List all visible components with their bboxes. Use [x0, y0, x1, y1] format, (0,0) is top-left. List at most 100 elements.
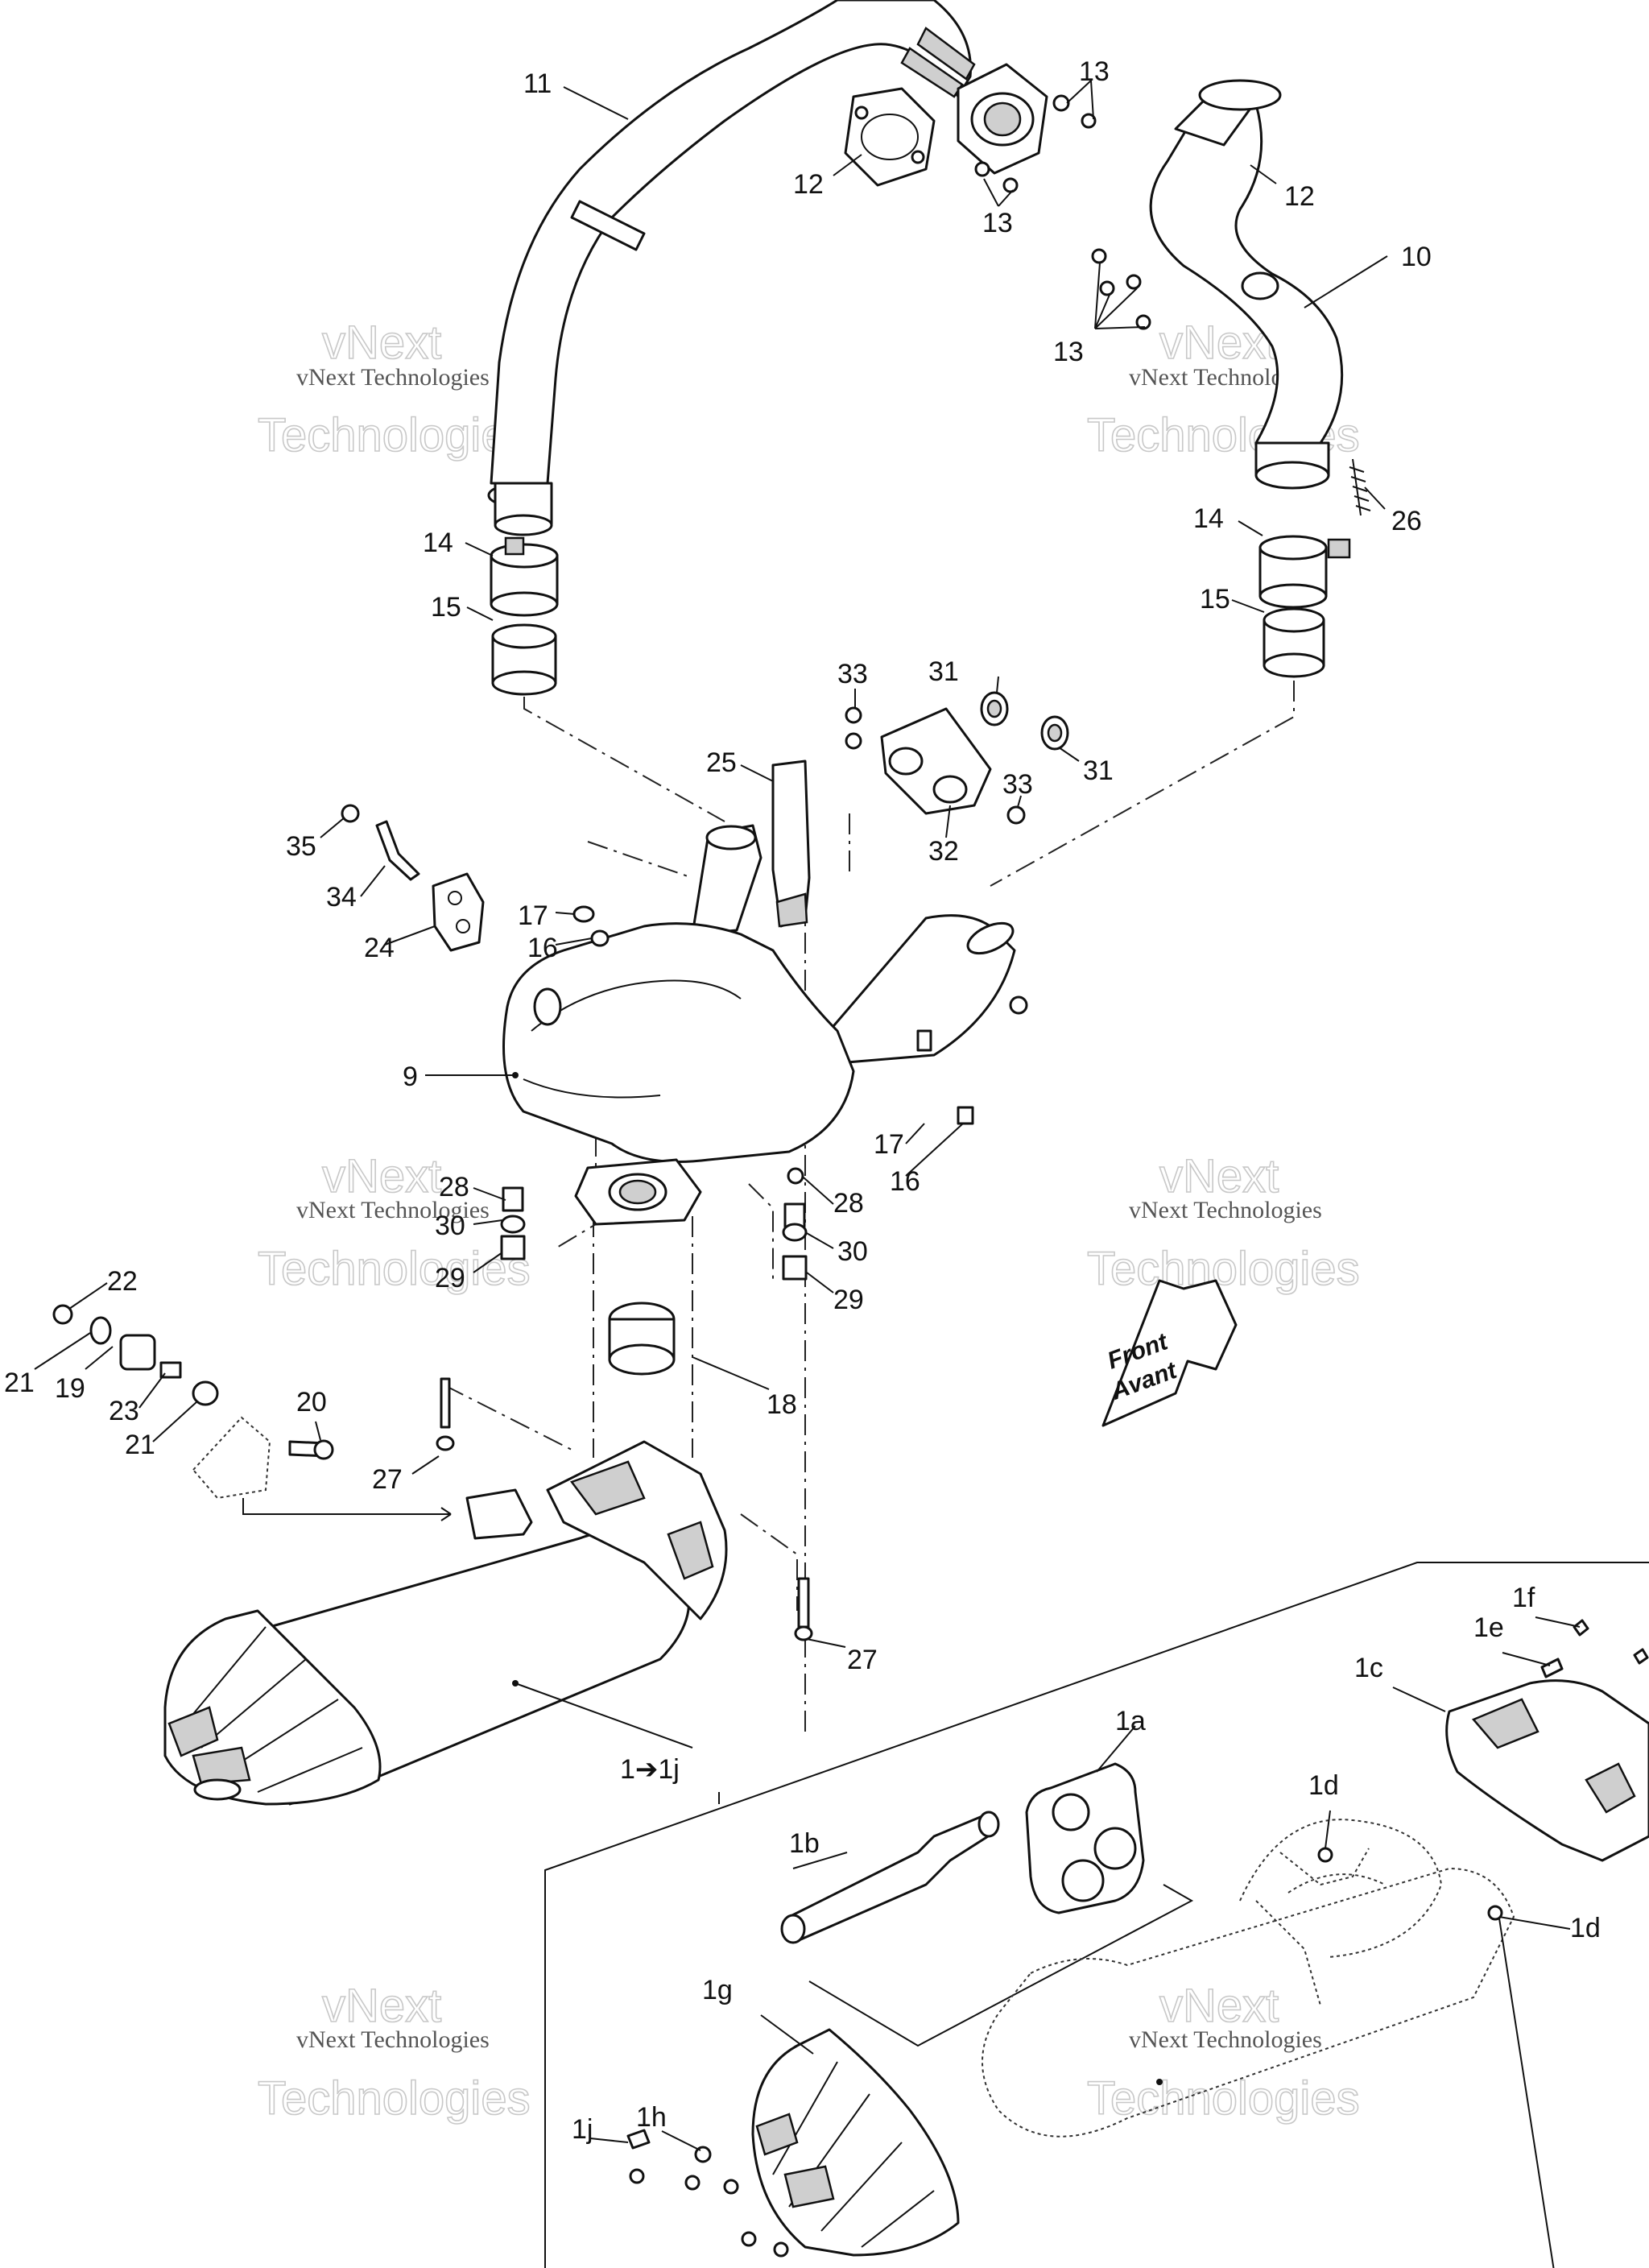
mounting-bracket-32	[880, 707, 992, 815]
callout-19: 19	[55, 1373, 85, 1404]
callout-1a: 1a	[1115, 1706, 1146, 1736]
seal-15-right	[1263, 607, 1325, 678]
bolts-27	[436, 1377, 813, 1641]
callout-29: 29	[435, 1263, 465, 1293]
callout-21: 21	[4, 1368, 35, 1398]
callout-12: 12	[793, 169, 824, 200]
callout-1b: 1b	[789, 1828, 820, 1859]
callout-1g: 1g	[702, 1975, 733, 2005]
callout-28: 28	[439, 1172, 469, 1202]
watermark-caption: vNext Technologies	[296, 2026, 490, 2053]
callout-1e: 1e	[1473, 1612, 1504, 1643]
mount-bracket-dotted	[192, 1416, 271, 1500]
callout-1c: 1c	[1354, 1653, 1383, 1683]
callout-14: 14	[423, 528, 453, 558]
watermark-text: vNext	[1159, 1980, 1279, 2032]
heat-shield-25	[771, 759, 811, 928]
callout-1h: 1h	[636, 2102, 667, 2133]
callout-23: 23	[109, 1396, 139, 1426]
front-header-pipe	[487, 0, 976, 536]
callout-1d: 1d	[1308, 1770, 1339, 1801]
detail-inset-frame	[544, 1562, 1649, 2268]
callout-18: 18	[767, 1389, 797, 1420]
callout-35: 35	[286, 831, 316, 862]
callout-16: 16	[890, 1166, 920, 1197]
callout-29: 29	[833, 1285, 864, 1315]
spring-26	[1349, 458, 1371, 516]
callout-17: 17	[518, 900, 548, 931]
watermark-text: Technologies	[1087, 2072, 1360, 2125]
callout-1j: 1j	[572, 2114, 593, 2145]
callout-13: 13	[1079, 56, 1110, 87]
callout-34: 34	[326, 882, 357, 913]
callout-9: 9	[403, 1062, 418, 1092]
silencer-assembly	[163, 1440, 728, 1806]
callout-22: 22	[107, 1266, 138, 1297]
watermark-caption: vNext Technologies	[1129, 2026, 1322, 2053]
callout-27: 27	[847, 1645, 878, 1675]
nuts-13-rear	[1091, 248, 1151, 330]
leader-lines	[34, 80, 1581, 2268]
detail-bracket-lines	[808, 1884, 1194, 2047]
rubber-hanger-24	[432, 872, 485, 952]
watermark-text: vNext	[322, 1150, 441, 1202]
callout-15: 15	[431, 592, 461, 623]
callout-33: 33	[1002, 769, 1033, 800]
hanger-rod-34	[341, 804, 420, 881]
watermark-text: vNext	[1159, 1150, 1279, 1202]
exhaust-gasket-upper-left	[844, 87, 936, 187]
watermark-caption: vNext Technologies	[296, 364, 490, 391]
seal-15-left	[491, 623, 557, 696]
end-cap-1g	[751, 2028, 960, 2257]
callout-labels: 11 13 12 13 12 10 13 26 14 15 14 15 33 3…	[4, 56, 1601, 2145]
leader-dots	[512, 1072, 1163, 2085]
callout-27: 27	[372, 1464, 403, 1495]
callout-1f: 1f	[1512, 1583, 1535, 1613]
callout-33: 33	[837, 659, 868, 689]
hardware-28-30-29-left	[500, 1186, 526, 1260]
gasket-1a	[1025, 1762, 1145, 1914]
callout-10: 10	[1401, 242, 1432, 272]
exhaust-flange-upper	[957, 63, 1048, 175]
rear-header-pipe	[1149, 79, 1344, 490]
watermark-text: Technologies	[258, 409, 531, 461]
callout-1-to-1j: 1➔1j	[620, 1754, 680, 1785]
callout-14: 14	[1193, 503, 1224, 534]
watermark-caption: vNext Technologies	[1129, 1197, 1322, 1223]
watermark-text: vNext	[322, 1980, 441, 2032]
hardware-28-30-29-right	[782, 1167, 808, 1281]
watermark-text: Technologies	[258, 1243, 531, 1295]
rubber-grommets-31	[980, 691, 1069, 751]
watermark-caption: vNext Technologies	[296, 1197, 490, 1223]
callout-28: 28	[833, 1188, 864, 1219]
callout-26: 26	[1391, 506, 1422, 536]
clamp-14-left	[490, 536, 559, 617]
watermark-text: Technologies	[258, 2072, 531, 2125]
callout-31: 31	[928, 656, 959, 687]
pipe-1b	[780, 1811, 1000, 1944]
callout-11: 11	[523, 68, 552, 99]
callout-12: 12	[1284, 181, 1315, 212]
end-cap-1c	[1445, 1679, 1649, 1862]
screws-1h-1j	[626, 2129, 789, 2258]
watermark-top-left: vNext Technologies vNext Technologies	[257, 316, 531, 462]
callout-1d: 1d	[1570, 1913, 1601, 1943]
callout-25: 25	[706, 747, 737, 778]
screws-1d-1e-1f	[1317, 1619, 1649, 1921]
callout-20: 20	[296, 1387, 327, 1418]
callout-15: 15	[1200, 584, 1230, 615]
gasket-18	[608, 1302, 676, 1376]
mount-hardware-19-23	[52, 1304, 334, 1460]
catalytic-converter-9	[502, 824, 1028, 1226]
callout-21: 21	[125, 1430, 155, 1460]
watermark-bottom-left: vNext Technologies vNext Technologies	[257, 1979, 531, 2125]
watermark-text: Technologies	[1087, 1243, 1360, 1295]
callout-17: 17	[874, 1129, 904, 1160]
callout-30: 30	[435, 1211, 465, 1241]
clamp-14-right	[1258, 535, 1351, 609]
callout-30: 30	[837, 1236, 868, 1267]
detail-dotted-silencer	[982, 1819, 1515, 2138]
callout-13: 13	[1053, 337, 1084, 367]
callout-31: 31	[1083, 755, 1114, 786]
